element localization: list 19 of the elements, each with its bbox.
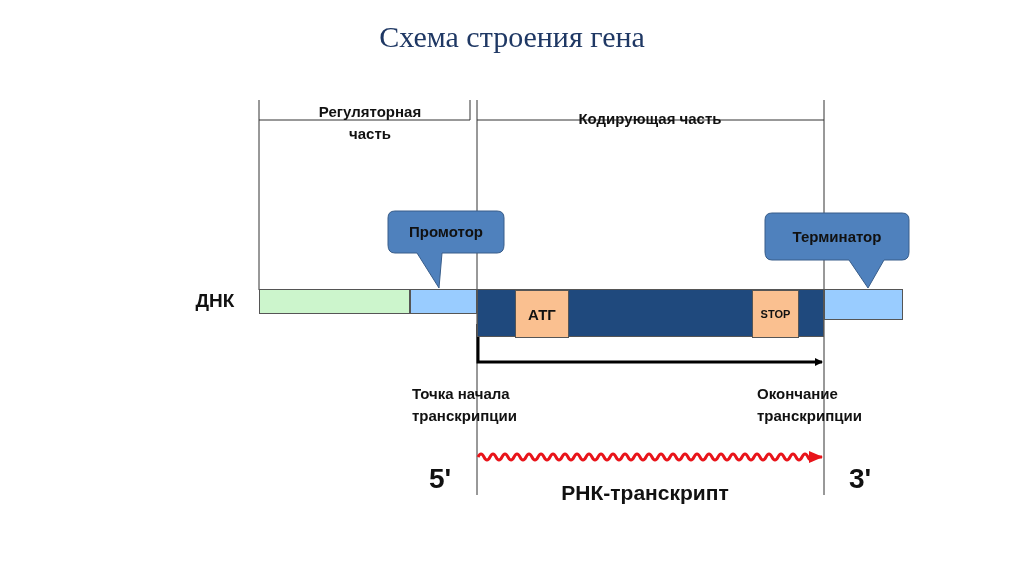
section-label: Кодирующая часть: [577, 109, 723, 129]
callout-bubble: [764, 212, 910, 290]
rna-transcript-label: РНК-транскрипт: [560, 480, 730, 506]
dna-label: ДНК: [194, 289, 236, 313]
title: Схема строения гена: [378, 20, 646, 54]
dna-segment: [824, 289, 903, 320]
callout-bubble: [387, 210, 505, 290]
codon-box: АТГ: [515, 290, 569, 338]
dna-segment: [410, 289, 477, 314]
transcription-start-label: Точка начала транскрипции: [412, 384, 518, 426]
dna-segment: [259, 289, 410, 314]
end-label: 5': [427, 462, 453, 496]
callout-label: Терминатор: [791, 226, 883, 247]
end-label: 3': [847, 462, 873, 496]
dna-segment: [477, 289, 824, 337]
section-label: Регуляторная часть: [317, 102, 423, 144]
callout-label: Промотор: [407, 222, 485, 242]
transcription-end-label: Окончание транскрипции: [757, 384, 863, 426]
codon-box: STOP: [752, 290, 799, 338]
